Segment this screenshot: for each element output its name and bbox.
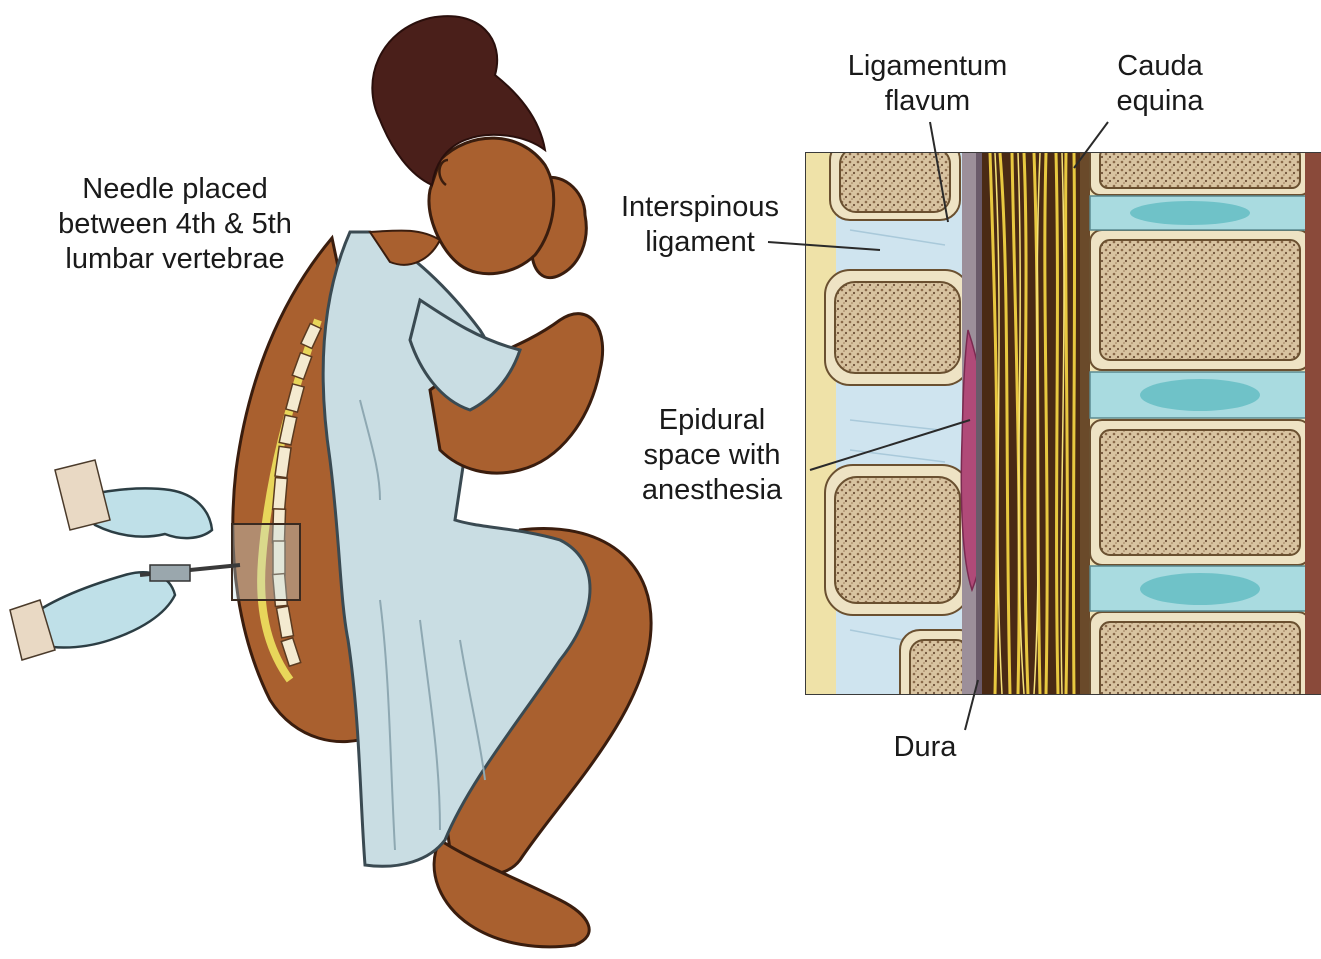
syringe-hub bbox=[150, 565, 190, 581]
patient-figure bbox=[232, 16, 651, 947]
cauda-equina-label: Cauda equina bbox=[1085, 49, 1235, 119]
anterior-tissue bbox=[1305, 153, 1321, 694]
ligamentum-flavum-label-line-1: Ligamentum bbox=[820, 49, 1035, 84]
epidural-space-label-line-2: space with bbox=[612, 438, 812, 473]
needle-label-line-1: Needle placed bbox=[30, 172, 320, 207]
sleeve-upper bbox=[55, 460, 110, 530]
ligamentum-flavum-label: Ligamentum flavum bbox=[820, 49, 1035, 119]
interspinous-ligament-label: Interspinous ligament bbox=[600, 190, 800, 260]
dura bbox=[976, 153, 982, 694]
epidural-space-label-line-3: anesthesia bbox=[612, 473, 812, 508]
cauda-equina-label-line-2: equina bbox=[1085, 84, 1235, 119]
spine-detail-panel bbox=[806, 140, 1321, 720]
needle-label-line-3: lumbar vertebrae bbox=[30, 242, 320, 277]
epidural-space-label: Epidural space with anesthesia bbox=[612, 403, 812, 508]
needle-label: Needle placed between 4th & 5th lumbar v… bbox=[30, 172, 320, 277]
cauda-equina-label-line-1: Cauda bbox=[1085, 49, 1235, 84]
epidural-space-label-line-1: Epidural bbox=[612, 403, 812, 438]
dura-label-line-1: Dura bbox=[870, 730, 980, 765]
lumbar-highlight-box bbox=[232, 524, 300, 600]
interspinous-ligament-label-line-2: ligament bbox=[600, 225, 800, 260]
patient-head bbox=[429, 138, 554, 274]
ligamentum-flavum-label-line-2: flavum bbox=[820, 84, 1035, 119]
interspinous-ligament-label-line-1: Interspinous bbox=[600, 190, 800, 225]
posterior-longitudinal-ligament bbox=[1080, 153, 1090, 694]
needle-label-line-2: between 4th & 5th bbox=[30, 207, 320, 242]
clinician-hands bbox=[10, 460, 240, 660]
dura-label: Dura bbox=[870, 730, 980, 765]
